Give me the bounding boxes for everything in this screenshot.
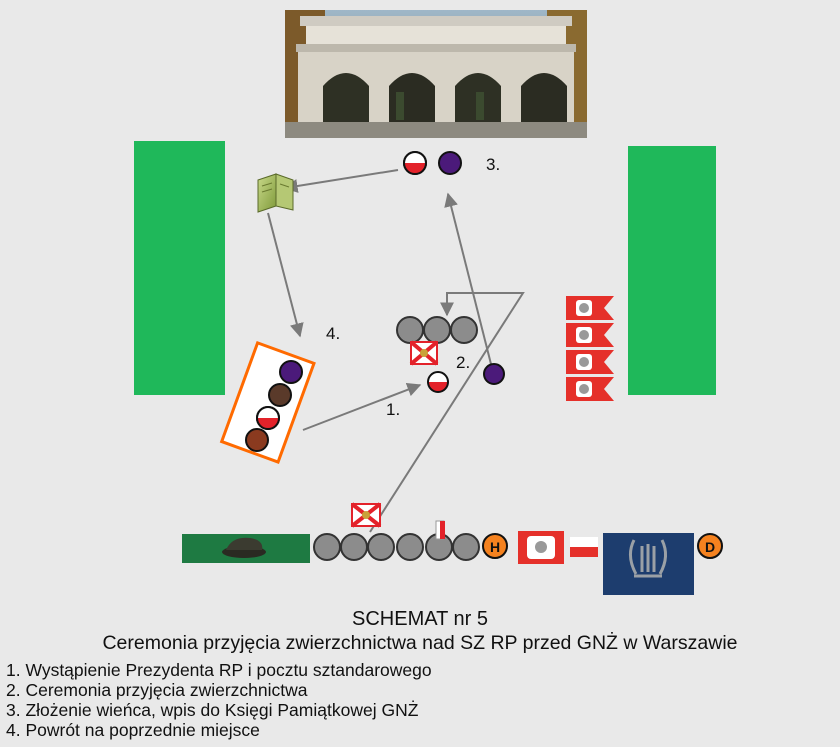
step1-label: 1. [386, 400, 400, 419]
eagle-banner [518, 531, 564, 564]
diagram-title: SCHEMAT nr 5 [352, 608, 488, 630]
polish-flag-icon [570, 537, 598, 557]
legend-item: 1. Wystąpienie Prezydenta RP i pocztu sz… [6, 660, 432, 680]
right-green-block [628, 146, 716, 395]
movement-arrows [267, 169, 525, 533]
bottom-standard-flag-icon [350, 502, 382, 528]
svg-text:H: H [490, 539, 500, 555]
lyre-icon [629, 539, 667, 578]
step3-label: 3. [486, 155, 500, 174]
standard-flag-icon [409, 340, 439, 366]
arrow-return-to-center [369, 292, 525, 533]
monument-photo [285, 10, 587, 138]
marker-h: H [482, 533, 508, 559]
arrow-book-to-group [267, 212, 304, 338]
guests-group [219, 340, 316, 464]
svg-text:D: D [705, 539, 715, 555]
bottom-soldiers [313, 533, 480, 561]
diagram-subtitle: Ceremonia przyjęcia zwierzchnictwa nad S… [102, 632, 738, 654]
legend-item: 4. Powrót na poprzednie miejsce [6, 720, 260, 740]
legend-item: 3. Złożenie wieńca, wpis do Księgi Pamią… [6, 700, 419, 720]
memorial-book-icon [257, 173, 294, 213]
legend-item: 2. Ceremonia przyjęcia zwierzchnictwa [6, 680, 308, 700]
marker-d: D [697, 533, 723, 559]
military-band-banner [603, 533, 694, 595]
military-cap-icon [222, 537, 266, 558]
small-standard-icon [435, 520, 445, 540]
step2-label: 2. [456, 353, 470, 372]
left-green-block [134, 141, 225, 395]
president-figure [427, 371, 449, 393]
legend-list: 1. Wystąpienie Prezydenta RP i pocztu sz… [6, 660, 432, 740]
step3-figures [403, 151, 462, 175]
arrow-step3-to-book [283, 169, 399, 193]
purple-figure [483, 363, 505, 385]
step4-label: 4. [326, 324, 340, 343]
arrow-guests-to-president [302, 382, 422, 431]
eagle-flags [566, 296, 614, 401]
arrow-purple-to-step3 [444, 192, 493, 369]
center-soldiers [396, 316, 478, 344]
